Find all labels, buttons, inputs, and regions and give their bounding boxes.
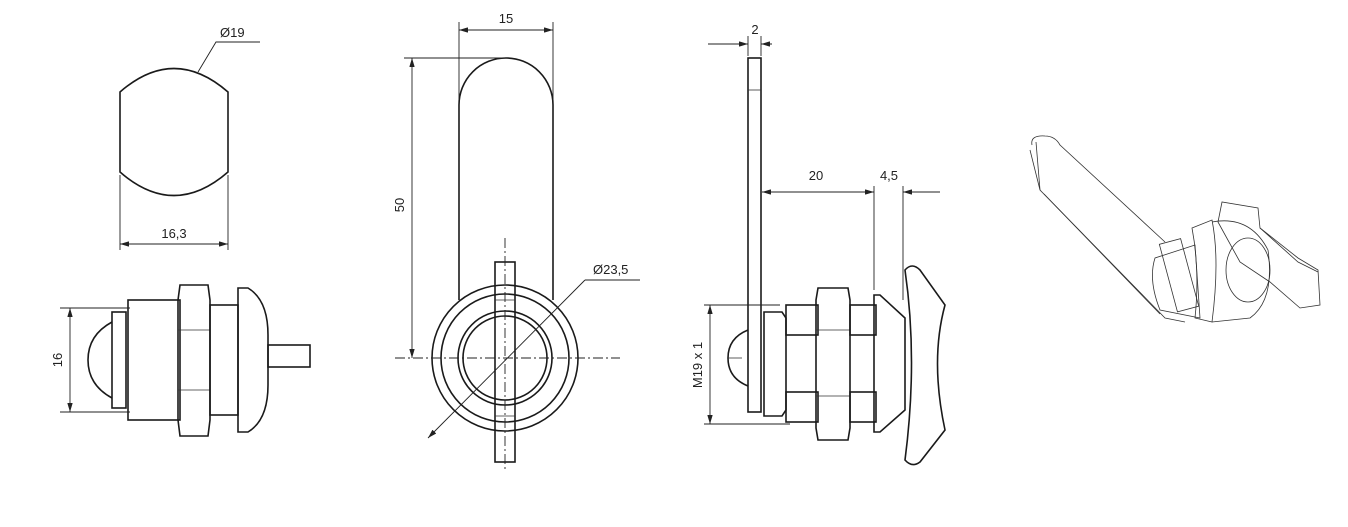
- dim-blade-width: 15: [499, 11, 513, 26]
- assembly-side-view: 2 20 4,5 M19 x 1: [690, 22, 946, 466]
- dim-thread: M19 x 1: [690, 342, 705, 388]
- dim-cam-diameter: Ø19: [220, 25, 245, 40]
- dim-cam-width: 16,3: [161, 226, 186, 241]
- dim-blade-offset: 20: [809, 168, 823, 183]
- front-view: Ø23,5 15 50: [392, 11, 640, 470]
- body-side-view: 16: [50, 284, 311, 437]
- dim-flange-thickness: 4,5: [880, 168, 898, 183]
- dim-blade-length: 50: [392, 198, 407, 212]
- dim-body-height: 16: [50, 353, 65, 367]
- cam-top-view: Ø19 16,3: [119, 25, 260, 250]
- dim-flange-diameter: Ø23,5: [593, 262, 628, 277]
- dim-blade-thickness: 2: [751, 22, 758, 37]
- isometric-view: [1029, 135, 1321, 323]
